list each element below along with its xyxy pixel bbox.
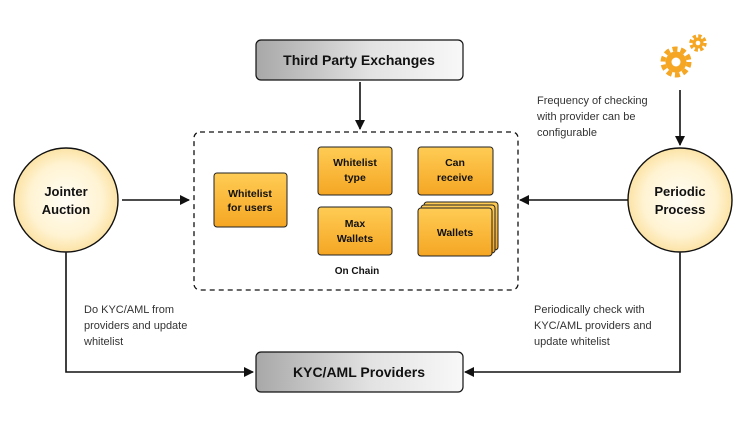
can-receive-line1: Can [445,157,465,169]
note-periodically-check-line3: update whitelist [534,336,610,348]
whitelist-type-box: Whitelist type [317,146,393,196]
jointer-auction-label-line2: Auction [42,202,90,217]
note-frequency-line1: Frequency of checking [537,95,648,107]
max-wallets-line1: Max [345,218,366,230]
note-do-kyc-line1: Do KYC/AML from [84,304,174,316]
note-frequency-line3: configurable [537,127,597,139]
max-wallets-box: Max Wallets [317,206,393,256]
arrow-periodic-to-kyc-providers [464,244,685,377]
note-frequency-line2: with provider can be [536,111,635,123]
gears-icon [660,34,707,78]
whitelist-for-users-box: Whitelist for users [213,172,288,228]
note-do-kyc-line2: providers and update [84,320,187,332]
whitelist-type-line2: type [344,172,366,184]
note-periodically-check-line1: Periodically check with [534,304,645,316]
third-party-exchanges-label: Third Party Exchanges [283,52,435,68]
periodic-process-label-line2: Process [655,202,706,217]
arrow-auction-to-kyc-providers [61,244,254,377]
note-periodically-check: Periodically check with KYC/AML provider… [534,304,652,348]
connectors [61,82,685,377]
can-receive-box: Can receive [417,146,494,196]
jointer-auction-label-line1: Jointer [44,184,87,199]
on-chain-container: On Chain [193,131,519,291]
whitelist-type-line1: Whitelist [333,157,377,169]
jointer-auction-circle: Jointer Auction [13,147,119,253]
whitelist-for-users-line1: Whitelist [228,188,272,200]
wallets-label: Wallets [437,227,474,239]
periodic-process-circle: Periodic Process [627,147,733,253]
kyc-aml-providers-box: KYC/AML Providers [255,351,464,393]
max-wallets-line2: Wallets [337,233,374,245]
note-frequency: Frequency of checking with provider can … [536,95,648,139]
third-party-exchanges-box: Third Party Exchanges [255,39,464,81]
periodic-process-label-line1: Periodic [654,184,705,199]
on-chain-label: On Chain [335,266,379,277]
kyc-aml-providers-label: KYC/AML Providers [293,364,425,380]
note-do-kyc-line3: whitelist [83,336,123,348]
wallets-stack: Wallets [417,201,499,257]
whitelist-for-users-line2: for users [228,202,273,214]
can-receive-line2: receive [437,172,473,184]
note-periodically-check-line2: KYC/AML providers and [534,320,652,332]
note-do-kyc: Do KYC/AML from providers and update whi… [83,304,187,348]
